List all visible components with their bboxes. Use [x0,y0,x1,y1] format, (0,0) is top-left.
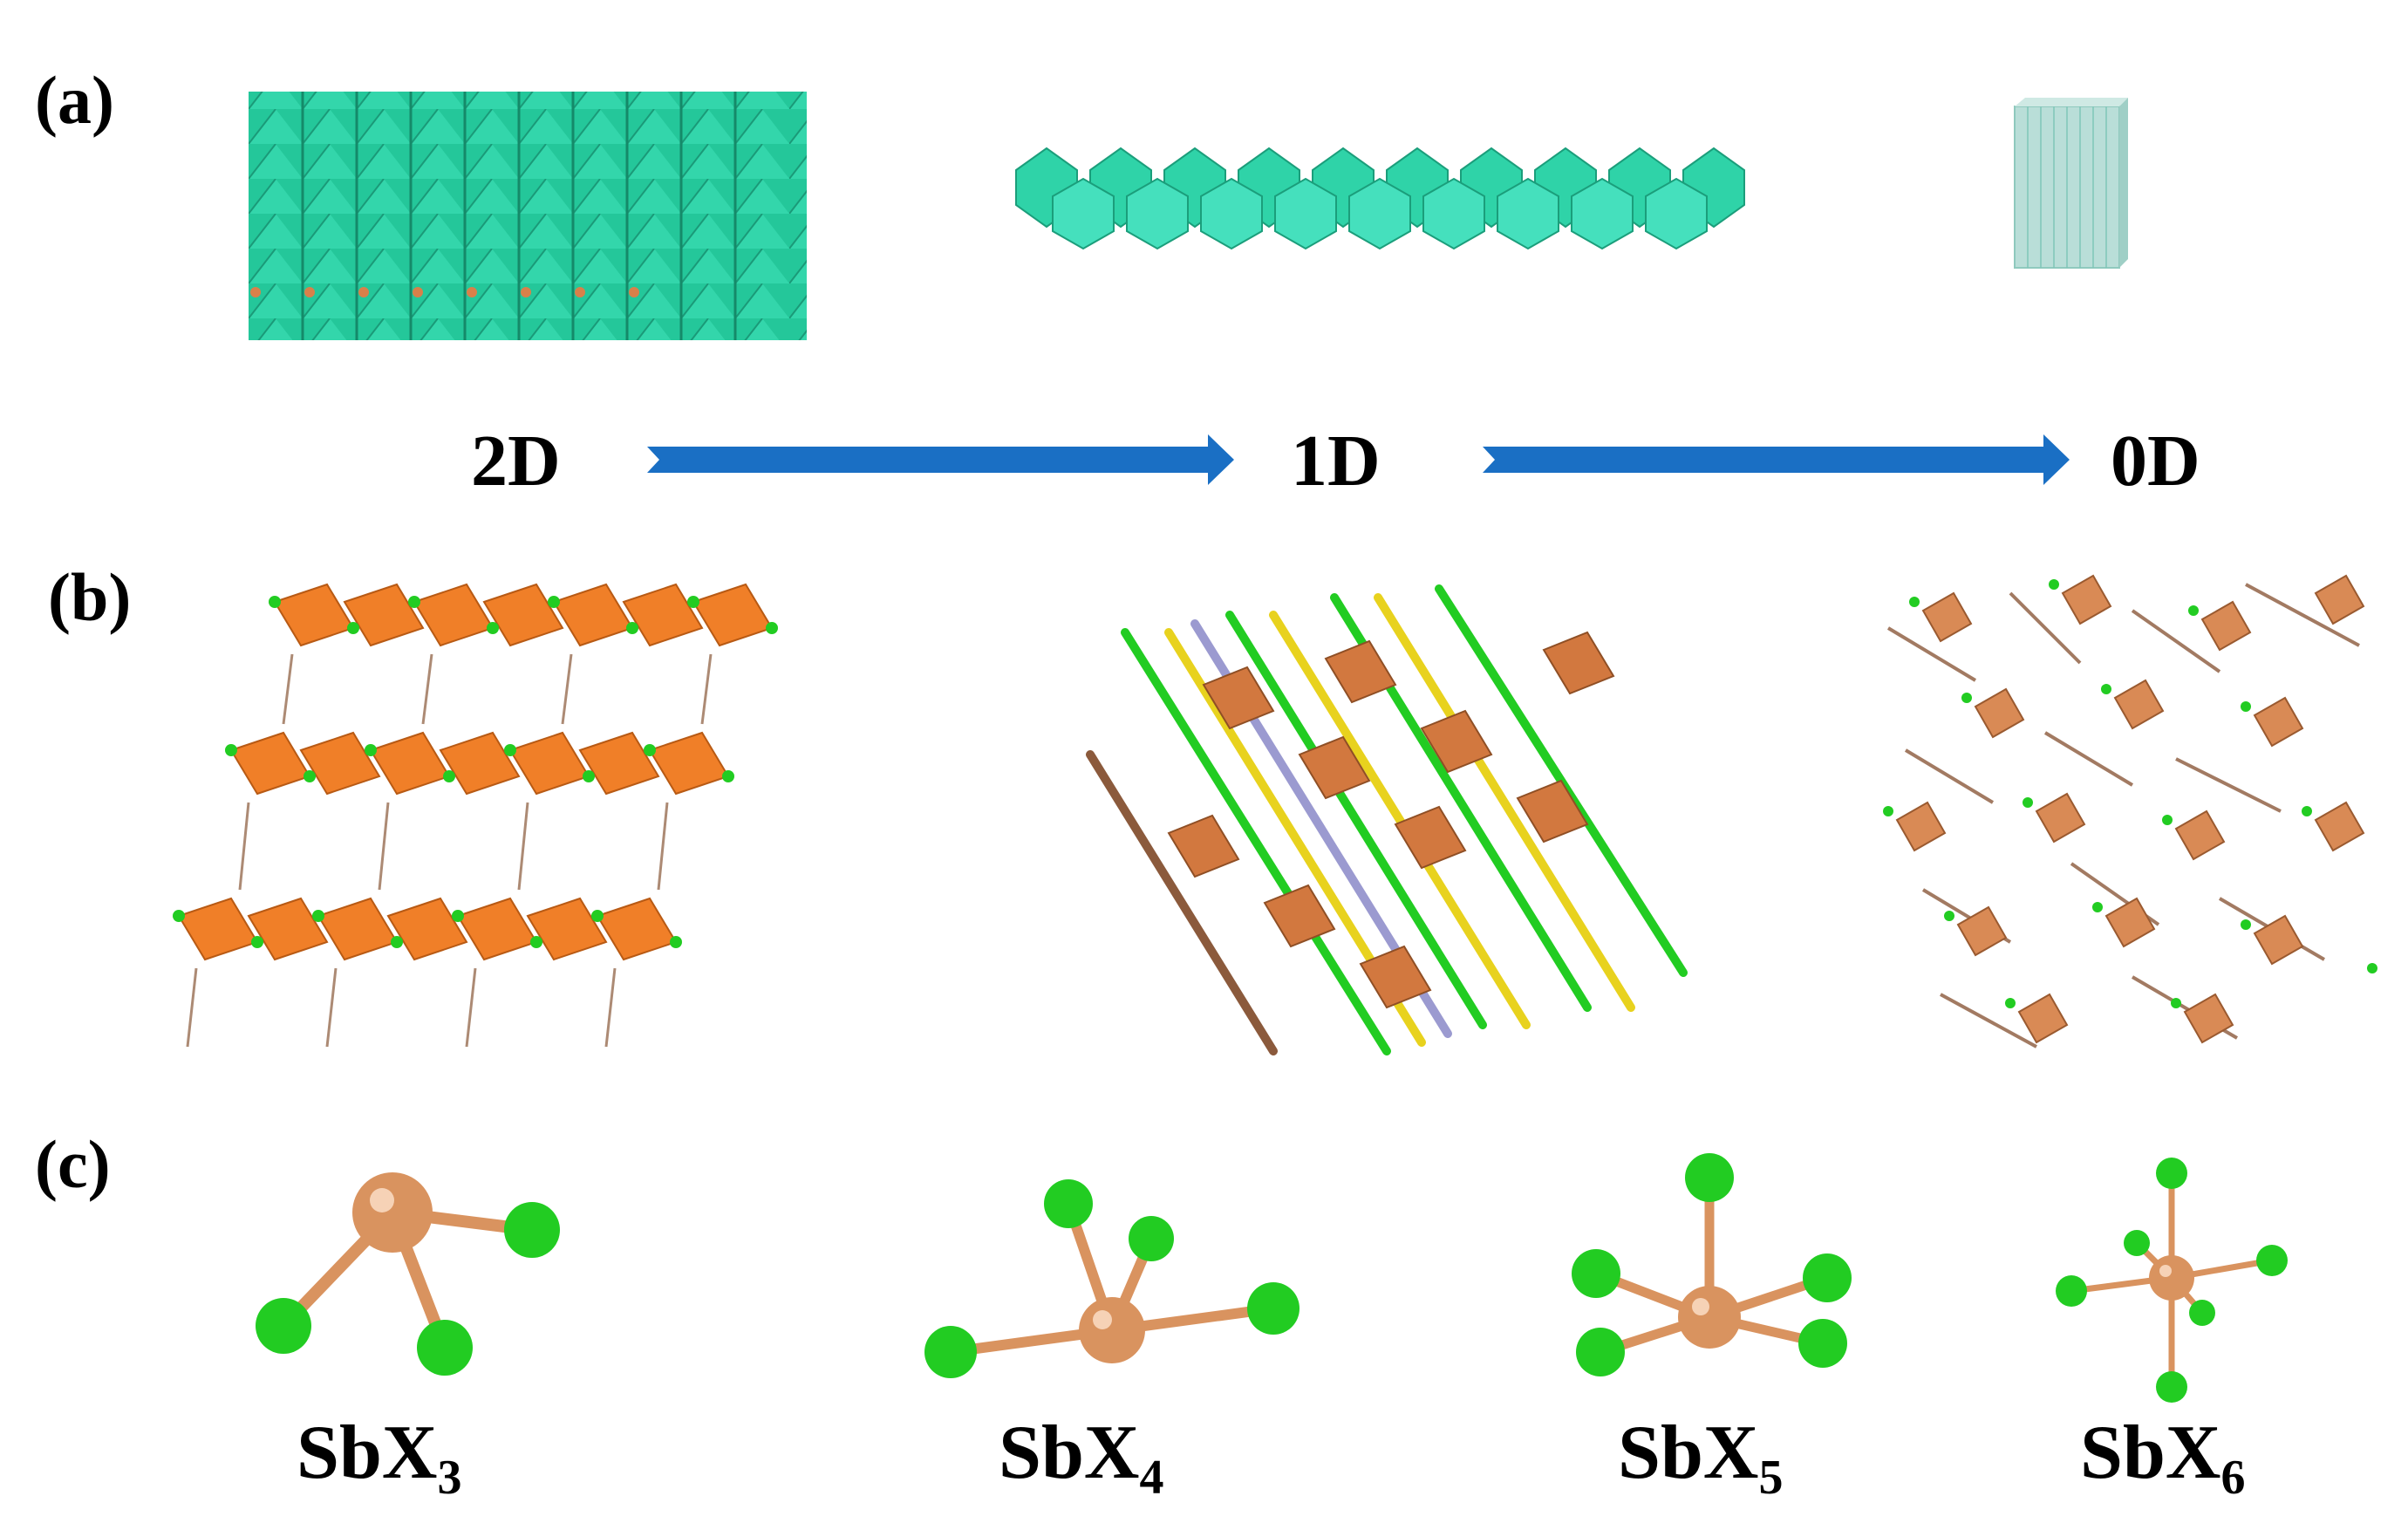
label-0d: 0D [2111,420,2200,502]
panel-label-a: (a) [35,62,114,138]
label-1d: 1D [1291,420,1381,502]
formula-sbx4: SbX4 [999,1409,1163,1506]
label-2d: 2D [471,420,561,502]
packing-2d [173,583,778,1048]
unit-sbx3 [256,1172,560,1376]
arrow-1d-to-0d [1483,434,2070,485]
formula-subscript: 3 [437,1451,462,1505]
structure-1d-chain [1015,147,1745,250]
packing-0d [1883,574,2377,1048]
formula-sbx3: SbX3 [297,1409,461,1506]
structure-2d-framework [249,74,807,340]
formula-base: SbX [297,1410,438,1495]
formula-sbx5: SbX5 [1618,1409,1783,1506]
formula-base: SbX [1618,1410,1759,1495]
unit-sbx6 [2056,1158,2288,1403]
formula-subscript: 4 [1139,1451,1164,1505]
unit-sbx5 [1572,1153,1852,1376]
panel-label-b: (b) [48,559,132,635]
unit-sbx4 [924,1179,1300,1378]
structure-0d-cluster [2014,98,2128,269]
formula-subscript: 6 [2220,1451,2246,1505]
formula-base: SbX [999,1410,1140,1495]
arrow-2d-to-1d [647,434,1234,485]
formula-sbx6: SbX6 [2080,1409,2245,1506]
panel-label-c: (c) [35,1126,111,1202]
formula-subscript: 5 [1758,1451,1784,1505]
packing-1d [1086,584,1688,1055]
formula-base: SbX [2080,1410,2221,1495]
